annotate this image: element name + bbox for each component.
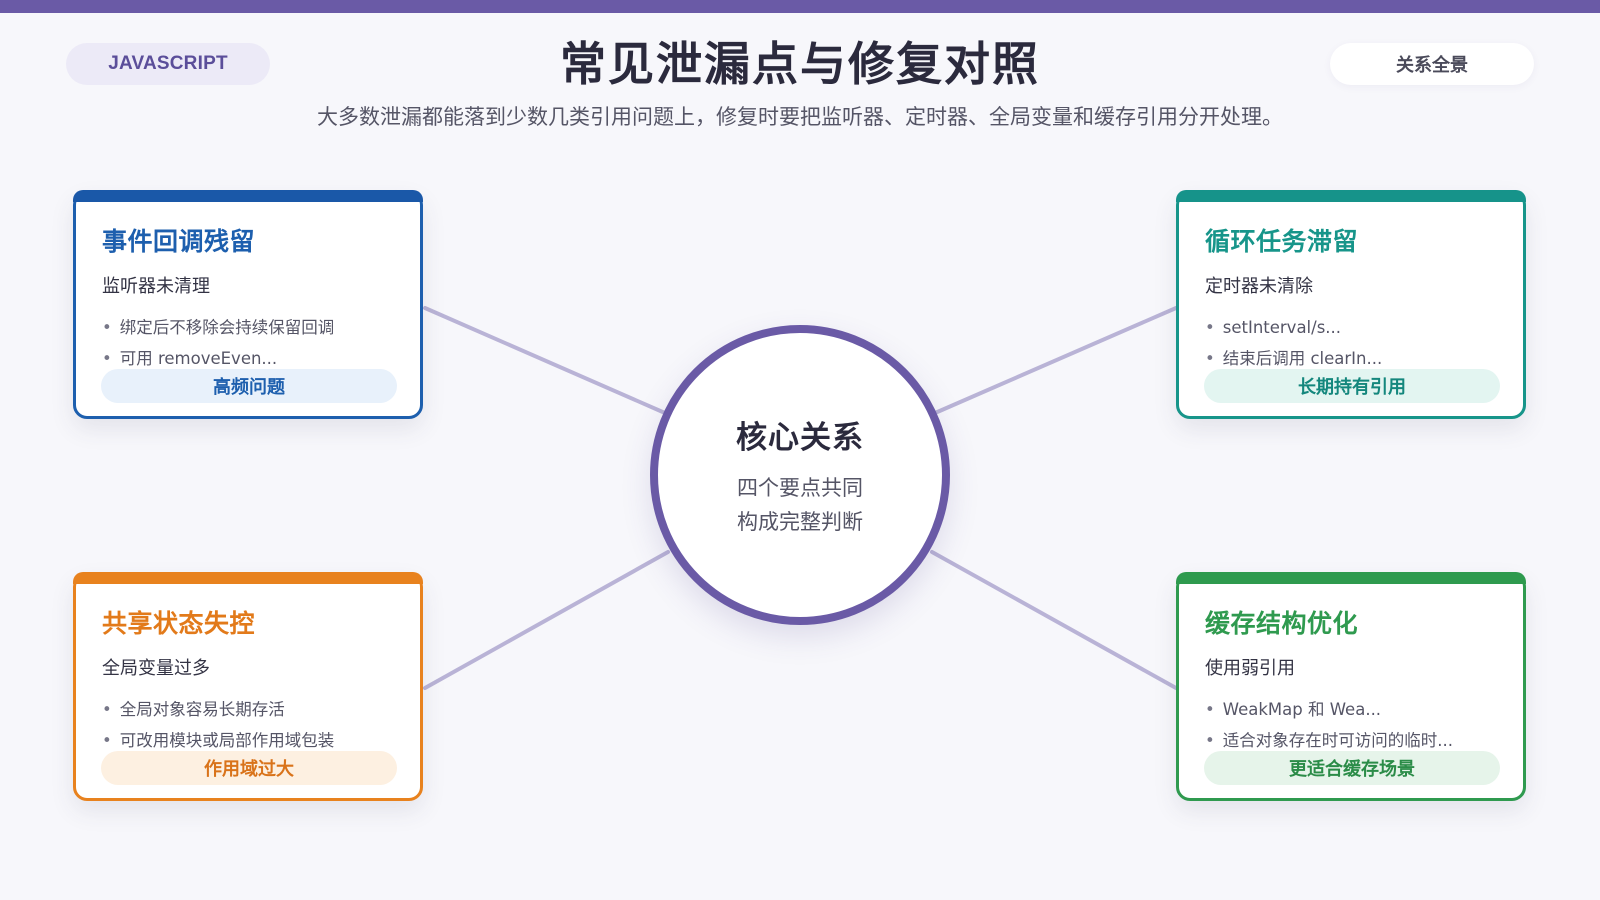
bullet-item: •结束后调用 clearIn... bbox=[1205, 349, 1383, 368]
card-bullets: •setInterval/s... •结束后调用 clearIn... bbox=[1205, 312, 1499, 374]
card-title: 共享状态失控 bbox=[102, 609, 256, 638]
bullet-item: •setInterval/s... bbox=[1205, 318, 1342, 337]
bullet-dot-icon: • bbox=[102, 349, 112, 368]
hub-title: 核心关系 bbox=[736, 419, 864, 456]
card-badge: 高频问题 bbox=[101, 369, 397, 403]
hub-line-2: 构成完整判断 bbox=[737, 509, 863, 534]
card-event-callback[interactable]: 事件回调残留 监听器未清理 •绑定后不移除会持续保留回调 •可用 removeE… bbox=[73, 190, 423, 419]
card-cap bbox=[73, 190, 423, 202]
card-subtitle: 定时器未清除 bbox=[1205, 276, 1313, 297]
card-badge: 作用域过大 bbox=[101, 751, 397, 785]
bullet-dot-icon: • bbox=[1205, 318, 1215, 337]
top-accent-bar bbox=[0, 0, 1600, 13]
card-bullets: •WeakMap 和 Wea... •适合对象存在时可访问的临时... bbox=[1205, 694, 1499, 756]
hub-text: 四个要点共同 构成完整判断 bbox=[725, 471, 875, 539]
connector-bottom-left bbox=[423, 550, 670, 690]
bullet-dot-icon: • bbox=[102, 731, 112, 750]
connector-bottom-right bbox=[930, 550, 1178, 690]
bullet-item: •可用 removeEven... bbox=[102, 349, 278, 368]
card-subtitle: 使用弱引用 bbox=[1205, 658, 1295, 679]
card-bullets: •全局对象容易长期存活 •可改用模块或局部作用域包装 bbox=[102, 694, 396, 756]
page-subtitle: 大多数泄漏都能落到少数几类引用问题上，修复时要把监听器、定时器、全局变量和缓存引… bbox=[317, 105, 1283, 129]
bullet-dot-icon: • bbox=[1205, 700, 1215, 719]
card-title: 缓存结构优化 bbox=[1205, 609, 1359, 638]
card-title: 事件回调残留 bbox=[102, 227, 256, 256]
language-tag: JAVASCRIPT bbox=[66, 43, 270, 85]
view-toggle-button[interactable]: 关系全景 bbox=[1330, 43, 1534, 85]
connector-top-right bbox=[933, 306, 1178, 415]
connector-top-left bbox=[423, 306, 667, 415]
card-badge: 更适合缓存场景 bbox=[1204, 751, 1500, 785]
card-loop-task[interactable]: 循环任务滞留 定时器未清除 •setInterval/s... •结束后调用 c… bbox=[1176, 190, 1526, 419]
card-cap bbox=[1176, 190, 1526, 202]
bullet-item: •全局对象容易长期存活 bbox=[102, 700, 285, 719]
card-cap bbox=[73, 572, 423, 584]
card-cap bbox=[1176, 572, 1526, 584]
card-title: 循环任务滞留 bbox=[1205, 227, 1359, 256]
core-hub: 核心关系 四个要点共同 构成完整判断 bbox=[650, 325, 950, 625]
card-subtitle: 全局变量过多 bbox=[102, 658, 210, 679]
bullet-dot-icon: • bbox=[102, 700, 112, 719]
bullet-item: •绑定后不移除会持续保留回调 bbox=[102, 318, 335, 337]
card-badge: 长期持有引用 bbox=[1204, 369, 1500, 403]
card-bullets: •绑定后不移除会持续保留回调 •可用 removeEven... bbox=[102, 312, 396, 374]
bullet-dot-icon: • bbox=[1205, 349, 1215, 368]
bullet-item: •可改用模块或局部作用域包装 bbox=[102, 731, 335, 750]
bullet-item: •适合对象存在时可访问的临时... bbox=[1205, 731, 1453, 750]
bullet-item: •WeakMap 和 Wea... bbox=[1205, 700, 1382, 719]
card-cache-structure[interactable]: 缓存结构优化 使用弱引用 •WeakMap 和 Wea... •适合对象存在时可… bbox=[1176, 572, 1526, 801]
bullet-dot-icon: • bbox=[102, 318, 112, 337]
hub-line-1: 四个要点共同 bbox=[737, 475, 863, 500]
bullet-dot-icon: • bbox=[1205, 731, 1215, 750]
card-shared-state[interactable]: 共享状态失控 全局变量过多 •全局对象容易长期存活 •可改用模块或局部作用域包装… bbox=[73, 572, 423, 801]
card-subtitle: 监听器未清理 bbox=[102, 276, 210, 297]
page-title: 常见泄漏点与修复对照 bbox=[560, 37, 1040, 91]
